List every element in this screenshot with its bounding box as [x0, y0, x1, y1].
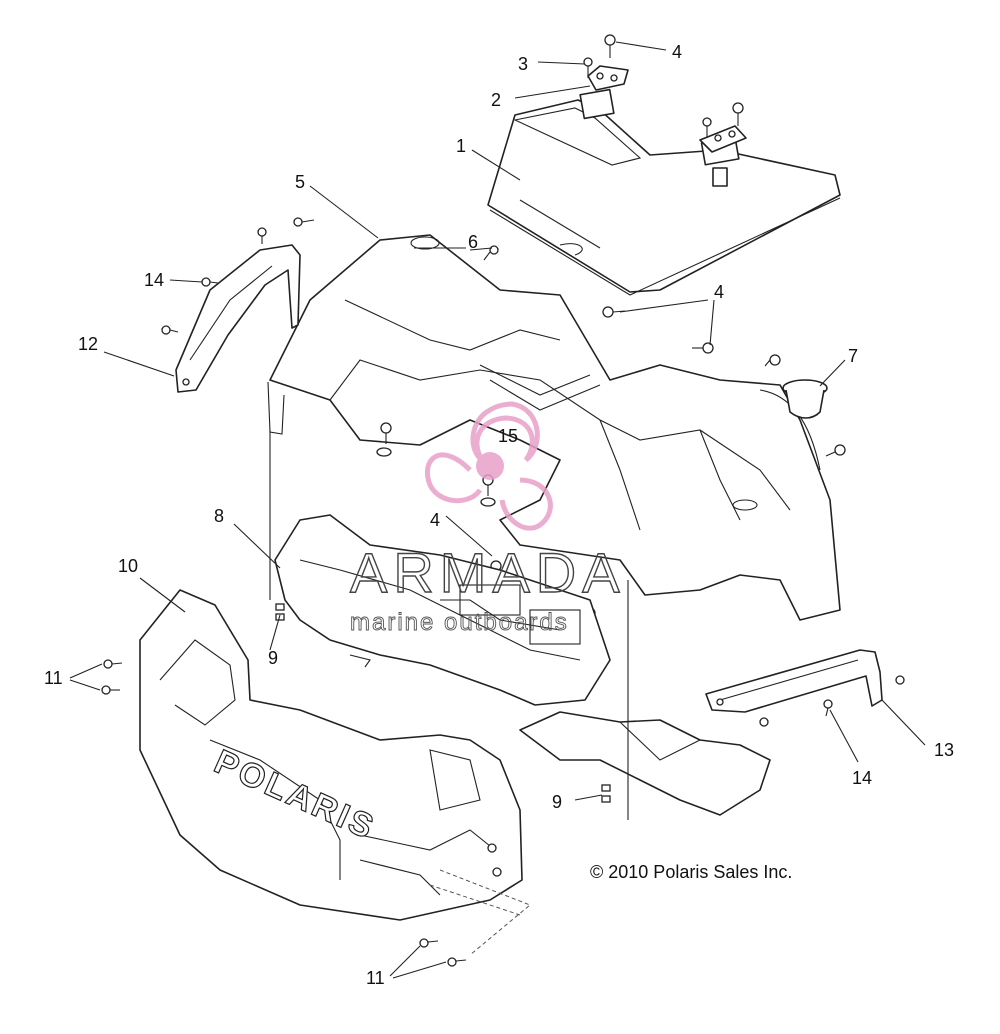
callout-7: 7 [848, 346, 858, 366]
callout-14: 14 [852, 768, 872, 788]
bolt-icon [583, 34, 744, 138]
armada-logo [424, 401, 553, 531]
callout-5: 5 [295, 172, 305, 192]
hood-panel [487, 88, 841, 296]
callout-6: 6 [468, 232, 478, 252]
cup-holder [782, 379, 828, 419]
hood-hinges [587, 65, 747, 153]
callout-12: 12 [78, 334, 98, 354]
callout-10: 10 [118, 556, 138, 576]
callout-11: 11 [44, 668, 63, 688]
alignment-lines [269, 430, 629, 956]
callout-2: 2 [491, 90, 501, 110]
callout-3: 3 [518, 54, 528, 74]
callout-4: 4 [672, 42, 682, 62]
storage-tray [274, 514, 611, 706]
screw-icon [101, 659, 467, 967]
lower-seal-panel [519, 711, 771, 816]
callout-15: 15 [498, 426, 518, 446]
left-support-bracket [161, 227, 301, 393]
callout-8: 8 [214, 506, 224, 526]
watermark-subtitle: marine outboards [350, 609, 569, 636]
callout-9: 9 [552, 792, 562, 812]
callout-4: 4 [430, 510, 440, 530]
callout-14: 14 [144, 270, 164, 290]
watermark-title: ARMADA [350, 541, 626, 604]
callout-13: 13 [934, 740, 954, 760]
front-bumper [139, 589, 523, 921]
right-support-bracket [705, 649, 905, 727]
callout-1: 1 [456, 136, 466, 156]
copyright-text: © 2010 Polaris Sales Inc. [590, 862, 792, 882]
leader-lines [69, 41, 926, 979]
callout-9: 9 [268, 648, 278, 668]
callout-4: 4 [714, 282, 724, 302]
callout-11: 11 [366, 968, 385, 988]
